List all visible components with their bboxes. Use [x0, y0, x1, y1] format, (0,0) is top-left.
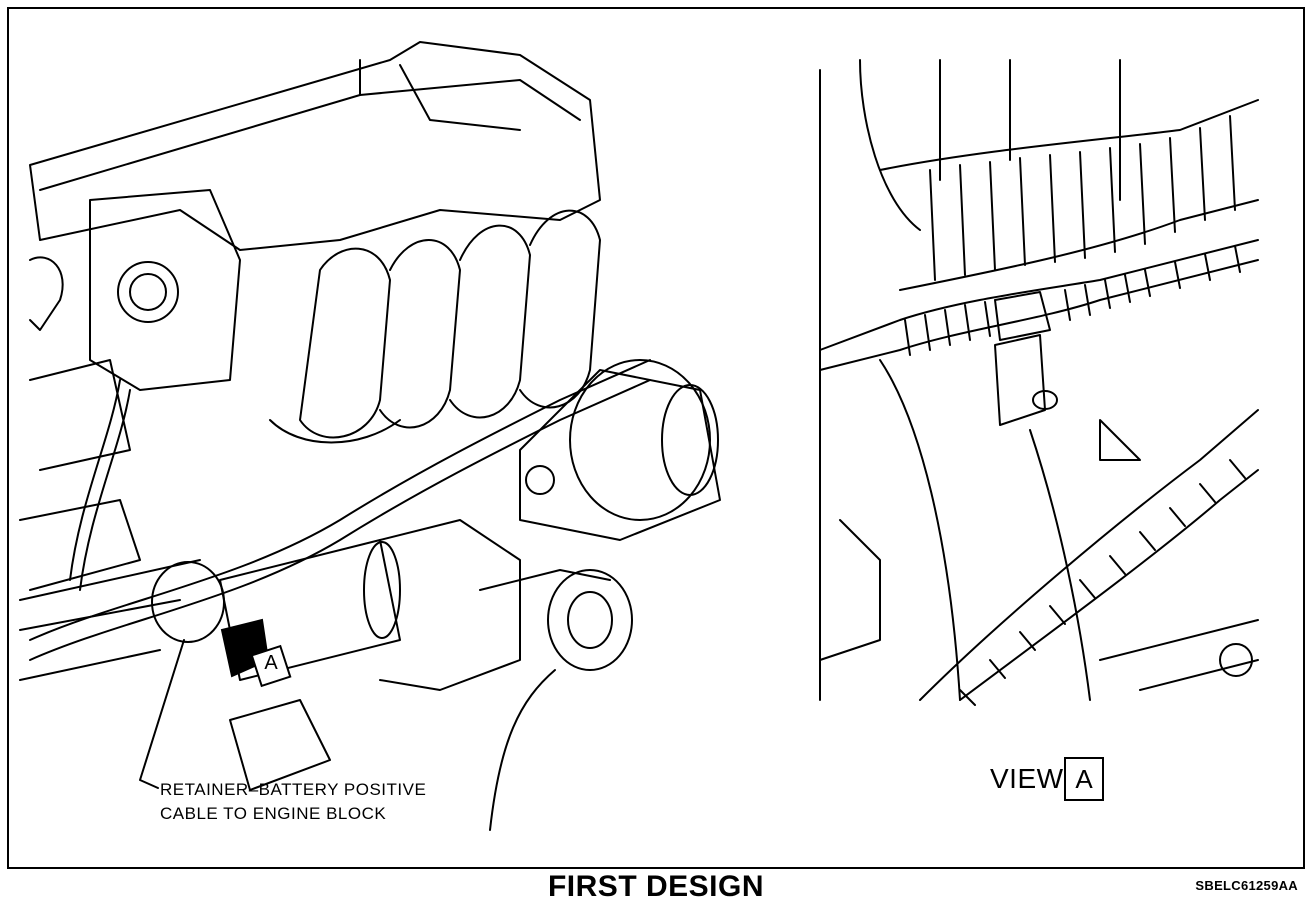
engine-drawing	[19, 41, 721, 831]
oil-filter	[547, 569, 633, 671]
lower-harness	[919, 409, 1259, 701]
intake-runners	[299, 247, 391, 439]
view-label: VIEW	[990, 763, 1064, 794]
retainer-clip	[994, 291, 1051, 341]
view-letter-box: A	[1064, 757, 1104, 801]
frame-border	[7, 7, 1305, 869]
retainer-callout: RETAINER–BATTERY POSITIVE CABLE TO ENGIN…	[160, 778, 426, 826]
callout-leader	[139, 639, 185, 789]
view-a-marker-letter: A	[264, 652, 278, 674]
throttle-body	[117, 261, 179, 323]
upper-harness	[879, 99, 1259, 171]
view-battery-cable	[819, 239, 1259, 351]
callout-line-1: RETAINER–BATTERY POSITIVE	[160, 780, 427, 799]
valve-cover	[29, 41, 601, 251]
figure-code: SBELC61259AA	[1195, 878, 1298, 893]
retainer-highlight	[151, 561, 225, 643]
view-a-marker-box	[250, 644, 292, 688]
design-caption: FIRST DESIGN	[547, 870, 764, 903]
battery-cable	[29, 359, 651, 641]
view-a-detail	[819, 59, 1259, 706]
callout-line-2: CABLE TO ENGINE BLOCK	[160, 804, 387, 823]
